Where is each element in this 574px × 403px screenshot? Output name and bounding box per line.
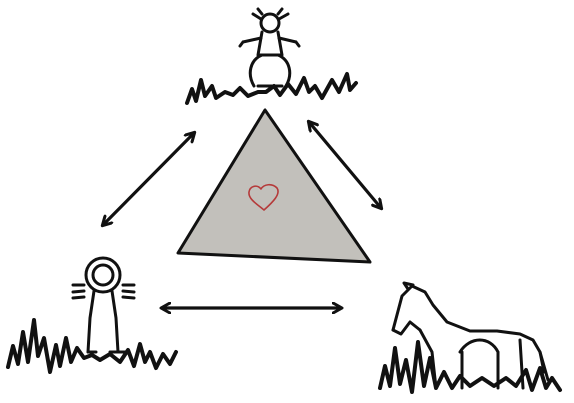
arrow-top-left — [103, 133, 194, 225]
child-icon — [187, 9, 356, 103]
keyhole-person-icon — [8, 258, 176, 372]
horse-icon — [380, 283, 560, 392]
